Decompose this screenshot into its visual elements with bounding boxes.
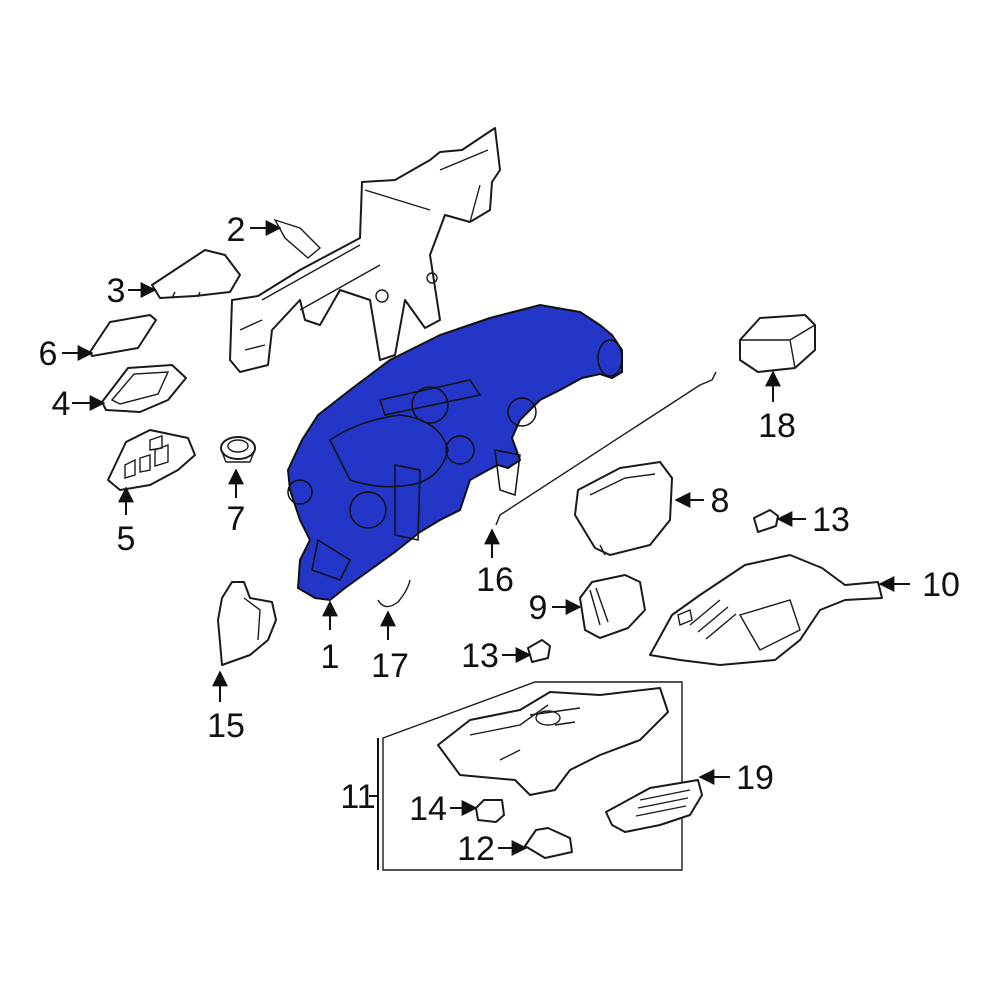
part-2-cross-beam[interactable]	[229, 127, 501, 373]
part-16-cable[interactable]	[495, 371, 717, 526]
part-13-clip-left[interactable]	[527, 639, 551, 663]
callout-7: 7	[227, 500, 246, 538]
callout-12: 12	[457, 830, 495, 868]
callout-2: 2	[227, 211, 246, 249]
part-18-module[interactable]	[739, 314, 816, 373]
part-5-switch-panel[interactable]	[107, 429, 196, 491]
callout-14: 14	[409, 790, 447, 828]
callout-10: 10	[922, 566, 960, 604]
part-7-ring[interactable]	[220, 436, 256, 463]
part-14-switch[interactable]	[475, 799, 505, 823]
part-9-air-duct[interactable]	[579, 574, 646, 639]
callout-3: 3	[107, 272, 126, 310]
callout-6: 6	[39, 335, 58, 373]
leader-lines	[62, 220, 910, 870]
callout-16: 16	[476, 561, 514, 599]
part-13-clip-right[interactable]	[753, 509, 779, 533]
callout-9: 9	[529, 589, 548, 627]
part-6-cover-panel[interactable]	[89, 314, 157, 357]
part-17-hose[interactable]	[377, 579, 411, 608]
callout-11: 11	[340, 778, 375, 816]
part-1-instrument-panel[interactable]	[286, 303, 623, 602]
callout-18: 18	[758, 407, 796, 445]
part-10-lower-panel[interactable]	[649, 554, 883, 666]
part-15-side-cover[interactable]	[217, 581, 277, 666]
callout-13-left: 13	[461, 637, 499, 675]
callout-17: 17	[371, 647, 409, 685]
callout-19: 19	[736, 759, 774, 797]
part-11-group-box	[382, 681, 683, 871]
callout-5: 5	[117, 520, 136, 558]
part-12-bracket[interactable]	[524, 827, 573, 859]
callout-13-right: 13	[812, 501, 850, 539]
callout-8: 8	[711, 482, 730, 520]
part-4-bezel[interactable]	[101, 364, 187, 413]
part-8-duct-housing[interactable]	[574, 461, 673, 556]
part-3-end-cap[interactable]	[151, 249, 241, 299]
part-19-trim-panel[interactable]	[605, 779, 703, 833]
callout-1: 1	[321, 638, 340, 676]
callout-4: 4	[52, 385, 71, 423]
callout-15: 15	[207, 707, 245, 745]
